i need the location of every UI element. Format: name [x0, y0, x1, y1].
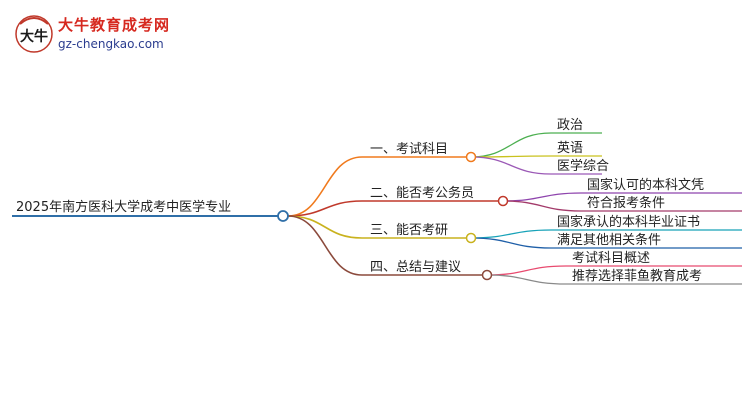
branch-label: 二、能否考公务员: [370, 185, 474, 201]
branch-label: 四、总结与建议: [370, 260, 461, 275]
leaf-label: 满足其他相关条件: [557, 232, 661, 248]
leaf-connector: [502, 192, 582, 202]
branch-label: 一、考试科目: [370, 142, 448, 157]
branch-connector: [287, 156, 363, 217]
brand-url: gz-chengkao.com: [58, 37, 164, 51]
branch-connector: [287, 215, 363, 276]
branch-connector: [287, 215, 363, 239]
brand-block: 大牛教育成考网 gz-chengkao.com: [58, 16, 170, 52]
leaf-label: 考试科目概述: [572, 251, 650, 266]
leaf-connector: [470, 229, 552, 239]
branch-node: [481, 269, 493, 281]
leaf-label: 国家认可的本科文凭: [587, 177, 704, 193]
leaf-label: 英语: [557, 141, 583, 156]
branch-connector: [287, 200, 363, 217]
branch-node: [465, 232, 477, 244]
leaf-connector: [470, 156, 552, 175]
logo-icon: 大牛: [14, 14, 54, 54]
brand-title: 大牛教育成考网: [58, 16, 171, 34]
logo-text: 大牛: [20, 28, 48, 45]
leaf-label: 符合报考条件: [587, 195, 665, 211]
leaf-label: 医学综合: [557, 158, 609, 174]
leaf-connector: [502, 200, 582, 212]
leaf-connector: [486, 265, 567, 276]
leaf-connector: [470, 237, 552, 249]
leaf-connector: [486, 274, 567, 285]
leaf-label: 推荐选择菲鱼教育成考: [572, 268, 702, 284]
root-node: [277, 210, 289, 222]
leaf-connector: [470, 132, 552, 158]
branch-node: [497, 195, 509, 207]
branch-label: 三、能否考研: [370, 223, 448, 238]
branch-node: [465, 151, 477, 163]
leaf-label: 国家承认的本科毕业证书: [557, 214, 700, 230]
leaf-label: 政治: [557, 118, 583, 133]
root-label: 2025年南方医科大学成考中医学专业: [16, 199, 231, 215]
